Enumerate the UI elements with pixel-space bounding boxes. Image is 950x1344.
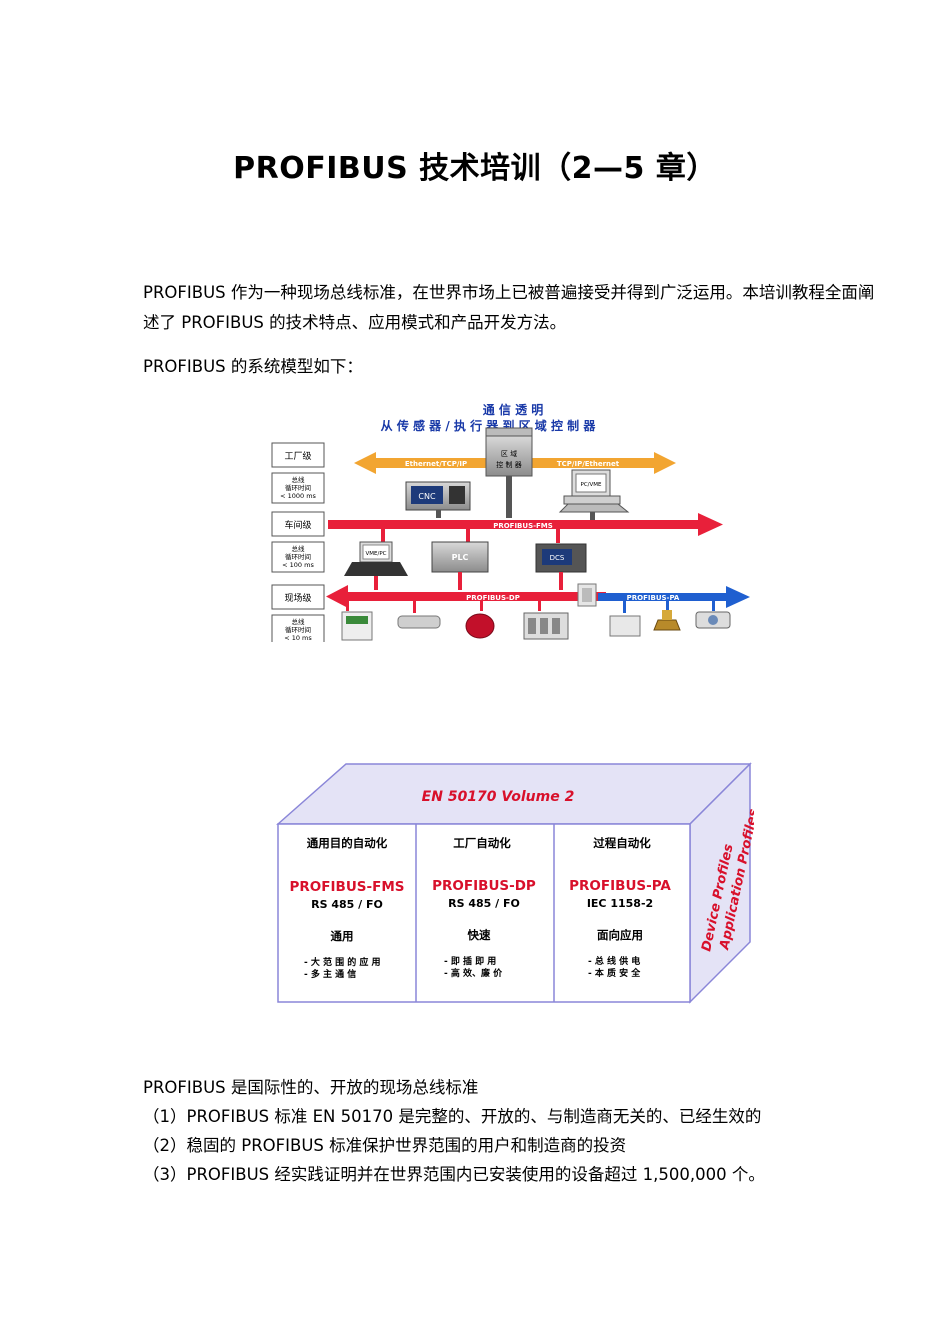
pa-bullet-1: - 总 线 供 电 (588, 955, 640, 967)
cnc-label: CNC (418, 492, 436, 501)
column-pa: 过程自动化 PROFIBUS-PA IEC 1158-2 面向应用 - 总 线 … (569, 836, 671, 979)
system-model-diagram: 通 信 透 明 从 传 感 器 / 执 行 器 到 区 域 控 制 器 工厂级 … (271, 402, 750, 642)
pa-feature: 面向应用 (597, 928, 643, 942)
level-factory-label: 工厂级 (284, 450, 311, 462)
diagram-header-line1: 通 信 透 明 (483, 402, 544, 417)
factory-cycle-line3: < 1000 ms (280, 492, 316, 500)
vmepc-label: VME/PC (366, 551, 387, 557)
dcs-icon: DCS (535, 543, 587, 590)
column-fms: 通用目的自动化 PROFIBUS-FMS RS 485 / FO 通用 - 大 … (290, 836, 405, 980)
level-factory: 工厂级 总线 循环时间 < 1000 ms (271, 442, 325, 504)
fms-bullet-1: - 大 范 围 的 应 用 (304, 956, 381, 968)
factory-cycle-line2: 循环时间 (285, 483, 311, 492)
intro-paragraph: PROFIBUS 作为一种现场总线标准，在世界市场上已被普遍接受并得到广泛运用。… (143, 283, 875, 332)
en50170-header: EN 50170 Volume 2 (422, 789, 575, 805)
valve-icon (653, 619, 681, 631)
standard-lead: PROFIBUS 是国际性的、开放的现场总线标准 (143, 1078, 479, 1097)
field-cycle-line3: < 10 ms (284, 634, 312, 642)
level-field-label: 现场级 (284, 592, 311, 604)
cnc-terminal-icon: CNC (405, 481, 471, 518)
standard-item-2: （2）稳固的 PROFIBUS 标准保护世界范围的用户和制造商的投资 (143, 1136, 627, 1155)
diagram-header-line2: 从 传 感 器 / 执 行 器 到 区 域 控 制 器 (381, 418, 597, 433)
area-controller-icon: 区 域 控 制 器 (485, 427, 533, 518)
dp-bus-label: PROFIBUS-DP (466, 594, 520, 602)
ethernet-right-label: TCP/IP/Ethernet (557, 460, 620, 468)
standard-item-1: （1）PROFIBUS 标准 EN 50170 是完整的、开放的、与制造商无关的… (143, 1107, 762, 1126)
workshop-cycle-line1: 总线 (292, 544, 306, 553)
motor-icon (465, 613, 495, 639)
pa-spec: IEC 1158-2 (587, 897, 653, 910)
fms-category: 通用目的自动化 (307, 836, 388, 850)
plc-icon: PLC (431, 541, 489, 590)
plc-label: PLC (452, 553, 469, 562)
dp-bullet-2: - 高 效、廉 价 (444, 967, 503, 979)
ethernet-left-label: Ethernet/TCP/IP (405, 460, 467, 468)
pa-name: PROFIBUS-PA (569, 878, 671, 894)
dp-category: 工厂自动化 (453, 836, 511, 850)
dp-spec: RS 485 / FO (448, 897, 520, 910)
dcs-label: DCS (550, 554, 565, 562)
pc-workstation-icon: PC/VME (558, 469, 630, 520)
workshop-cycle-line2: 循环时间 (285, 552, 311, 561)
dp-bullet-1: - 即 插 即 用 (444, 955, 496, 967)
factory-cycle-line1: 总线 (292, 475, 306, 484)
dp-pa-coupler-icon (577, 583, 597, 607)
page-title: PROFIBUS 技术培训（2—5 章） (233, 151, 717, 186)
standard-item-3: （3）PROFIBUS 经实践证明并在世界范围内已安装使用的设备超过 1,500… (143, 1165, 765, 1184)
level-workshop: 车间级 总线 循环时间 < 100 ms (271, 511, 325, 573)
field-cycle-line2: 循环时间 (285, 625, 311, 634)
dp-feature: 快速 (467, 928, 491, 942)
drive-icon (397, 615, 441, 629)
pa-bullet-2: - 本 质 安 全 (588, 967, 641, 979)
level-workshop-label: 车间级 (284, 519, 311, 531)
level-field: 现场级 总线 循环时间 < 10 ms (271, 584, 325, 642)
area-controller-label1: 区 域 (501, 449, 517, 458)
fms-bullet-2: - 多 主 通 信 (304, 968, 356, 980)
fms-feature: 通用 (331, 929, 354, 943)
dp-bus: PROFIBUS-DP (326, 585, 606, 608)
pcvme-label: PC/VME (581, 482, 603, 488)
fms-bus: PROFIBUS-FMS (328, 513, 723, 536)
column-dp: 工厂自动化 PROFIBUS-DP RS 485 / FO 快速 - 即 插 即… (432, 836, 536, 979)
workshop-cycle-line3: < 100 ms (282, 561, 314, 569)
en50170-diagram: EN 50170 Volume 2 Device Profiles Applic… (276, 762, 754, 1004)
fms-bus-label: PROFIBUS-FMS (493, 522, 553, 530)
transmitter-icon (609, 615, 641, 637)
dp-name: PROFIBUS-DP (432, 878, 536, 894)
area-controller-label2: 控 制 器 (496, 460, 521, 469)
fms-spec: RS 485 / FO (311, 898, 383, 911)
field-devices (341, 601, 731, 641)
system-model-caption: PROFIBUS 的系统模型如下： (143, 357, 363, 376)
field-cycle-line1: 总线 (292, 617, 306, 626)
pa-bus-label: PROFIBUS-PA (627, 594, 680, 602)
pa-category: 过程自动化 (593, 836, 651, 850)
fms-name: PROFIBUS-FMS (290, 879, 405, 895)
pa-bus: PROFIBUS-PA (598, 586, 750, 608)
vme-pc-icon: VME/PC (344, 541, 408, 590)
box-front-face (277, 823, 691, 1003)
